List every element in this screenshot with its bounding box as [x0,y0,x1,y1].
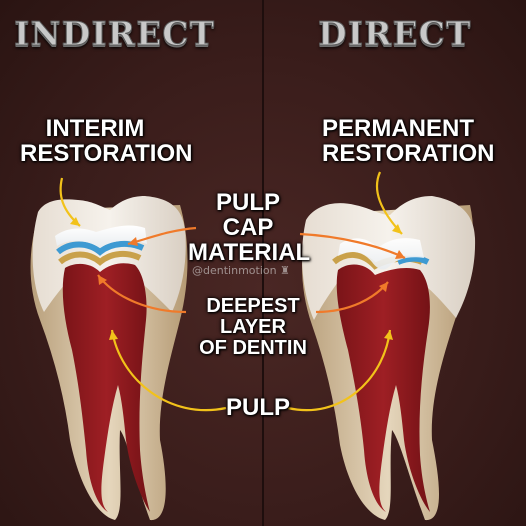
label-pulp-cap-material: PULP CAP MATERIAL [188,189,311,267]
label-pulp: PULP [225,394,290,421]
arrowhead-permanent [392,224,402,234]
arrowhead-pulp-right [384,330,393,340]
left-interim-restoration [55,225,147,248]
arrow-pulp-cap-right [299,232,406,259]
label-permanent-restoration: PERMANENT RESTORATION [322,115,495,168]
arrowhead-dentin-left [98,275,107,285]
label-deepest-layer-of-dentin: DEEPEST LAYER OF DENTIN [178,296,328,359]
label-interim-restoration: INTERIM RESTORATION [20,115,193,168]
arrowhead-pulp-left [109,330,118,340]
label-pulp-cap-line2: MATERIAL [188,239,311,267]
arrowhead-dentin-right [379,282,388,292]
heading-direct: DIRECT [317,14,472,54]
label-permanent-line2: RESTORATION [322,140,495,168]
left-pulp [62,263,150,512]
label-pulp-cap-line1: PULP CAP [215,189,280,242]
label-dentin-line1: DEEPEST LAYER [206,295,300,338]
watermark: @dentinmotion ♜ [192,264,290,277]
left-tooth [30,196,188,521]
arrow-pulp-right [287,329,392,412]
arrowhead-pulp-cap-right [395,250,405,259]
right-pulp [336,264,430,512]
left-deepest-dentin-layer [58,250,142,266]
arrowhead-interim [70,217,80,226]
label-interim-line1: INTERIM [45,115,145,142]
arrow-pulp-left [110,329,227,412]
tooth-icon: ♜ [280,264,290,277]
label-permanent-line1: PERMANENT [322,115,475,142]
pointer-arrows [59,171,406,412]
watermark-text: @dentinmotion [192,264,277,277]
label-interim-line2: RESTORATION [20,140,193,168]
arrowhead-pulp-cap-left [128,237,138,246]
arrow-dentin-left [97,274,187,314]
heading-indirect: INDIRECT [13,14,216,54]
label-dentin-line2: OF DENTIN [199,337,307,359]
right-tooth [302,196,476,521]
right-permanent-restoration [338,238,424,270]
right-pulp-cap-material [396,255,430,265]
